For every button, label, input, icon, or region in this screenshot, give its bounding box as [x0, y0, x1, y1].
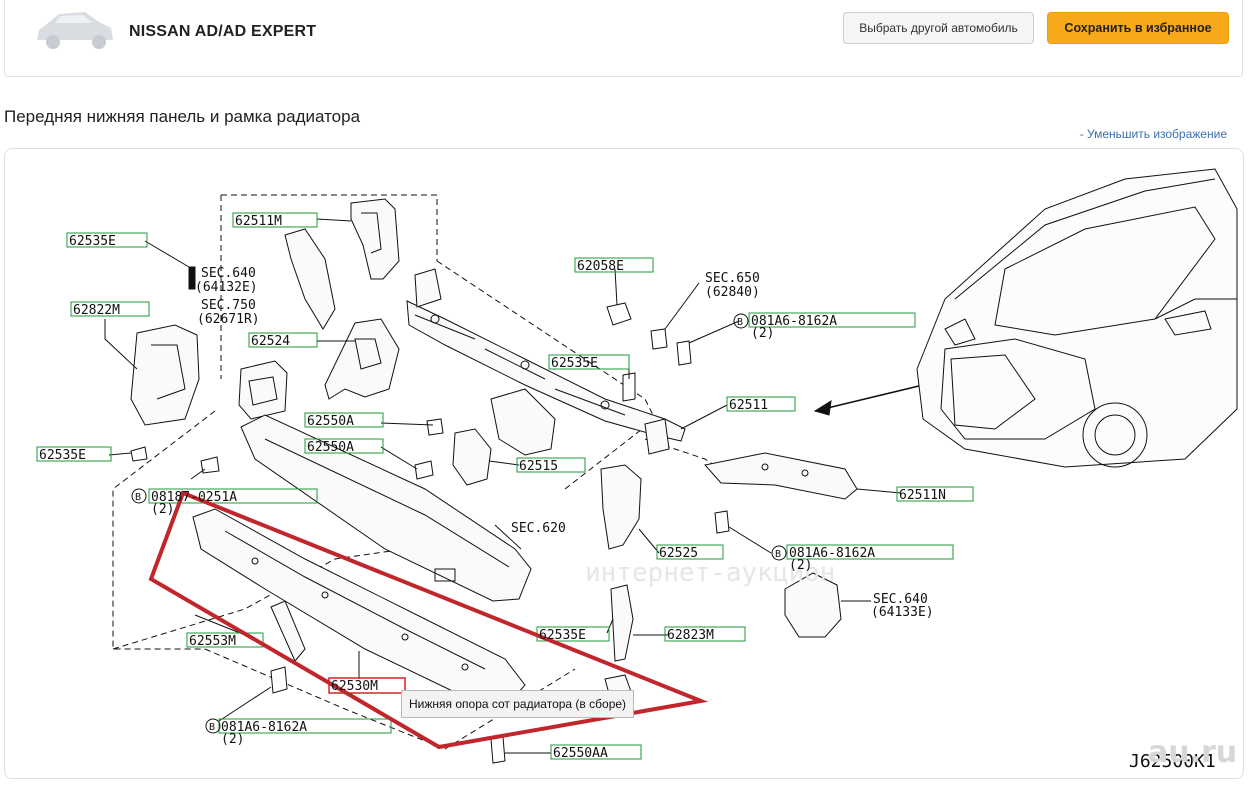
- label-081a6-8162a-2-qty: (2): [789, 558, 812, 573]
- label-sec640-b: SEC.640: [873, 592, 928, 607]
- label-081a6-8162a-3-qty: (2): [221, 732, 244, 747]
- watermark-text: интернет-аукцион: [585, 558, 835, 588]
- parts-diagram-canvas: интернет-аукцион 62535E 62511M SEC.640 (…: [36, 168, 1238, 772]
- label-62550a-1[interactable]: 62550A: [307, 414, 354, 429]
- label-08187-0251a[interactable]: 08187-0251A: [151, 490, 237, 505]
- part-tooltip: Нижняя опора сот радиатора (в сборе): [401, 690, 635, 718]
- label-sec640-b-sub: (64133E): [871, 605, 934, 620]
- selected-part-outline[interactable]: [148, 490, 709, 750]
- label-62535e-top-left[interactable]: 62535E: [69, 234, 116, 249]
- label-62535e-mid[interactable]: 62535E: [551, 356, 598, 371]
- label-62530m[interactable]: 62530M: [331, 679, 378, 694]
- vehicle-header: NISSAN AD/AD EXPERT Выбрать другой автом…: [4, 0, 1243, 77]
- label-62511[interactable]: 62511: [729, 398, 768, 413]
- label-62535e-bottom-right[interactable]: 62535E: [539, 628, 586, 643]
- label-sec750: SEC.750: [201, 298, 256, 313]
- label-62822m[interactable]: 62822M: [73, 303, 120, 318]
- label-sec650-sub: (62840): [705, 285, 760, 300]
- label-62535e-bottom-left[interactable]: 62535E: [39, 448, 86, 463]
- parts-diagram: интернет-аукцион 62535E 62511M SEC.640 (…: [4, 148, 1244, 779]
- label-sec620: SEC.620: [511, 521, 566, 536]
- site-watermark: au.ru: [1148, 735, 1238, 770]
- car-silhouette-icon: [37, 12, 113, 49]
- bolt-symbol-1: B: [737, 317, 743, 328]
- label-62525[interactable]: 62525: [659, 546, 698, 561]
- shrink-image-link[interactable]: - Уменьшить изображение: [1079, 127, 1227, 141]
- label-sec640-a-sub: (64132E): [195, 280, 258, 295]
- page-title: Передняя нижняя панель и рамка радиатора: [4, 107, 361, 126]
- label-62823m[interactable]: 62823M: [667, 628, 714, 643]
- label-081a6-8162a-1-qty: (2): [751, 326, 774, 341]
- bolt-symbol-2: B: [135, 492, 141, 503]
- label-62511m[interactable]: 62511M: [235, 214, 282, 229]
- label-62511n[interactable]: 62511N: [899, 488, 946, 503]
- label-sec650: SEC.650: [705, 271, 760, 286]
- label-081a6-8162a-3[interactable]: 081A6-8162A: [221, 720, 307, 735]
- label-sec750-sub: (62671R): [197, 312, 260, 327]
- label-62524[interactable]: 62524: [251, 334, 290, 349]
- save-to-favorites-button[interactable]: Сохранить в избранное: [1047, 12, 1229, 44]
- highlight-label-box: [328, 677, 406, 694]
- label-62515[interactable]: 62515: [519, 459, 558, 474]
- bolt-symbol-4: B: [209, 722, 215, 733]
- vehicle-title: NISSAN AD/AD EXPERT: [129, 23, 317, 40]
- label-62550aa[interactable]: 62550AA: [553, 746, 608, 761]
- label-62550a-2[interactable]: 62550A: [307, 440, 354, 455]
- label-08187-0251a-qty: (2): [151, 502, 174, 517]
- choose-other-car-button[interactable]: Выбрать другой автомобиль: [843, 12, 1034, 44]
- bolt-symbol-3: B: [775, 549, 781, 560]
- label-081a6-8162a-1[interactable]: 081A6-8162A: [751, 314, 837, 329]
- label-081a6-8162a-2[interactable]: 081A6-8162A: [789, 546, 875, 561]
- label-62058e[interactable]: 62058E: [577, 259, 624, 274]
- drawing-code: J62500K1: [1129, 751, 1216, 772]
- label-62553m[interactable]: 62553M: [189, 634, 236, 649]
- label-sec640-a: SEC.640: [201, 266, 256, 281]
